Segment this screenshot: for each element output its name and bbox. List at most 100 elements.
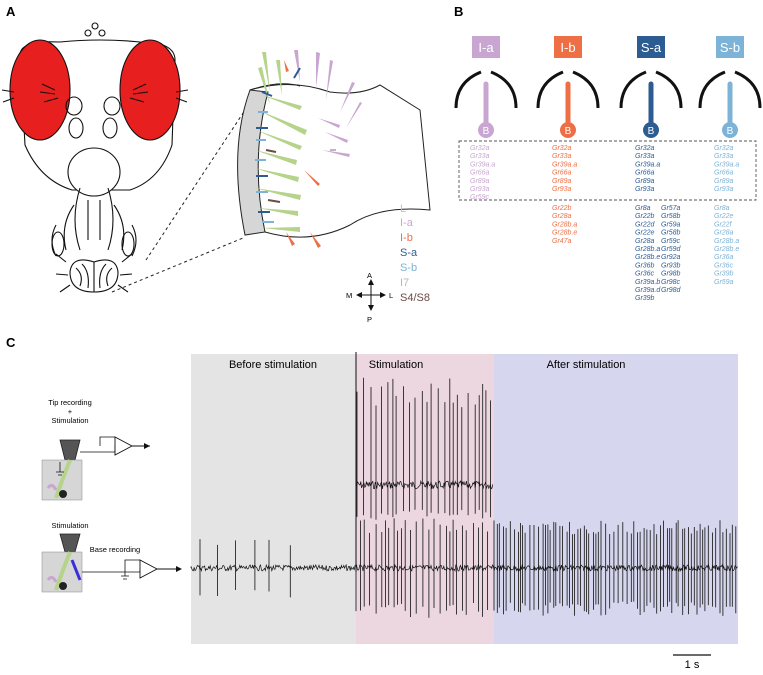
gene-label: Gr36a — [714, 254, 734, 261]
gene-label: Gr22b — [635, 213, 655, 220]
stimulation-region — [356, 354, 494, 644]
gene-label: Gr8a — [635, 205, 651, 212]
gene-label: Gr39a.d — [635, 287, 661, 294]
sensillum-title: I-b — [560, 40, 575, 55]
legend-i7: I7 — [400, 277, 409, 289]
panel-b-letter: B — [454, 4, 463, 19]
recording-traces — [190, 377, 738, 618]
base-stimulation-label: Stimulation — [51, 521, 88, 530]
scale-bar-label: 1 s — [685, 659, 700, 671]
gene-label: Gr39b — [635, 295, 655, 302]
gene-label: Gr39a.a — [714, 161, 739, 168]
neuron-label: B — [648, 126, 655, 137]
gene-label: Gr59c — [661, 238, 681, 245]
panel-c-letter: C — [6, 335, 16, 350]
gene-label: Gr32a — [552, 145, 572, 152]
sensillum-wall-left — [536, 70, 564, 109]
compass-p: P — [367, 315, 372, 324]
gene-label: Gr32a — [470, 145, 490, 152]
neuron-soma — [722, 122, 738, 138]
sensillum-wall-right — [655, 70, 683, 109]
gene-label: Gr28b.a — [635, 246, 660, 253]
sensillum-column: S-aBGr32aGr33aGr39a.aGr66aGr89aGr93aGr8a… — [619, 36, 683, 302]
gene-label: Gr93a — [714, 186, 734, 193]
labellum-magnified — [237, 50, 431, 248]
signal-trace — [355, 479, 494, 490]
gene-label: Gr33a — [635, 153, 655, 160]
before-stimulation-region — [191, 354, 356, 644]
gene-label: Gr33a — [714, 153, 734, 160]
stimulation-label: Stimulation — [369, 359, 423, 371]
tip-label-3: Stimulation — [51, 416, 88, 425]
legend-s-a: S-a — [400, 247, 418, 259]
before-stimulation-label: Before stimulation — [229, 359, 317, 371]
gene-label: Gr39a.a — [552, 161, 577, 168]
gene-label: Gr39b — [714, 271, 734, 278]
gene-label: Gr98d — [661, 287, 682, 294]
tip-recording-setup: Tip recording + Stimulation — [41, 398, 150, 501]
orientation-compass: A P M L — [346, 271, 393, 324]
gene-label: Gr28b.e — [714, 246, 739, 253]
gene-label: Gr39a.b — [635, 279, 660, 286]
gene-label: Gr58b — [661, 230, 681, 237]
gene-label: Gr22e — [714, 213, 734, 220]
sensillum-wall-right — [490, 70, 518, 109]
gene-label: Gr28b.e — [635, 254, 660, 261]
base-stimulation-electrode — [59, 533, 81, 553]
neuron-soma — [478, 122, 494, 138]
neuron-label: B — [727, 126, 734, 137]
gene-label: Gr8a — [714, 205, 730, 212]
gene-label: Gr93a — [470, 186, 490, 193]
compass-m: M — [346, 291, 352, 300]
gene-label: Gr59a — [661, 221, 681, 228]
tip-amplifier-icon — [114, 436, 133, 456]
sensilla-legend: L I-a I-b S-a S-b I7 S4/S8 — [400, 203, 430, 304]
gene-label: Gr89a — [552, 178, 572, 185]
spike-trains — [356, 377, 491, 520]
gene-label: Gr47a — [552, 238, 572, 245]
gene-label: Gr28b.a — [714, 238, 739, 245]
gene-label: Gr93a — [635, 186, 655, 193]
fly-head-drawing — [1, 22, 189, 293]
signal-trace — [190, 563, 738, 573]
gene-label: Gr28b.e — [552, 230, 577, 237]
after-stimulation-label: After stimulation — [547, 359, 626, 371]
gene-label: Gr33a — [552, 153, 572, 160]
panel-b-sensilla: I-aBGr32aGr33aGr39a.aGr66aGr89aGr93aGr59… — [454, 36, 762, 302]
gene-label: Gr39a.a — [470, 161, 495, 168]
gene-label: Gr32a — [635, 145, 655, 152]
sensillum-wall-right — [734, 70, 762, 109]
zoom-line-bottom — [111, 237, 244, 293]
after-stimulation-region — [494, 354, 738, 644]
gene-label: Gr32a — [714, 145, 734, 152]
neuron-label: B — [483, 126, 490, 137]
zoom-line-top — [145, 94, 256, 261]
shared-genes-box — [458, 140, 757, 201]
sensillum-title-box — [554, 36, 582, 58]
gene-label: Gr59d — [661, 246, 682, 253]
gene-label: Gr22d — [635, 221, 656, 228]
gene-label: Gr22e — [635, 230, 655, 237]
panel-a-letter: A — [6, 4, 16, 19]
sensillum-wall-left — [619, 70, 647, 109]
spike-trains — [493, 520, 737, 616]
tip-label-2: + — [68, 407, 73, 416]
gene-label: Gr89a — [714, 178, 734, 185]
gene-label: Gr59c — [470, 194, 490, 201]
gene-label: Gr66a — [552, 170, 572, 177]
gene-label: Gr59a — [714, 279, 734, 286]
base-recording-label: Base recording — [90, 545, 140, 554]
gene-label: Gr36c — [635, 271, 655, 278]
compass-a: A — [367, 271, 372, 280]
gene-label: Gr93b — [661, 262, 681, 269]
gene-label: Gr39a.a — [635, 161, 660, 168]
sensillum-title: S-b — [720, 40, 740, 55]
gene-label: Gr28a — [635, 238, 655, 245]
gene-label: Gr28a — [714, 230, 734, 237]
gene-label: Gr66a — [470, 170, 490, 177]
sensillum-title-box — [637, 36, 665, 58]
sensillum-column: I-aBGr32aGr33aGr39a.aGr66aGr89aGr93aGr59… — [454, 36, 518, 201]
sensillum-wall-left — [698, 70, 726, 109]
gene-label: Gr58b — [661, 213, 681, 220]
compass-l: L — [389, 291, 393, 300]
